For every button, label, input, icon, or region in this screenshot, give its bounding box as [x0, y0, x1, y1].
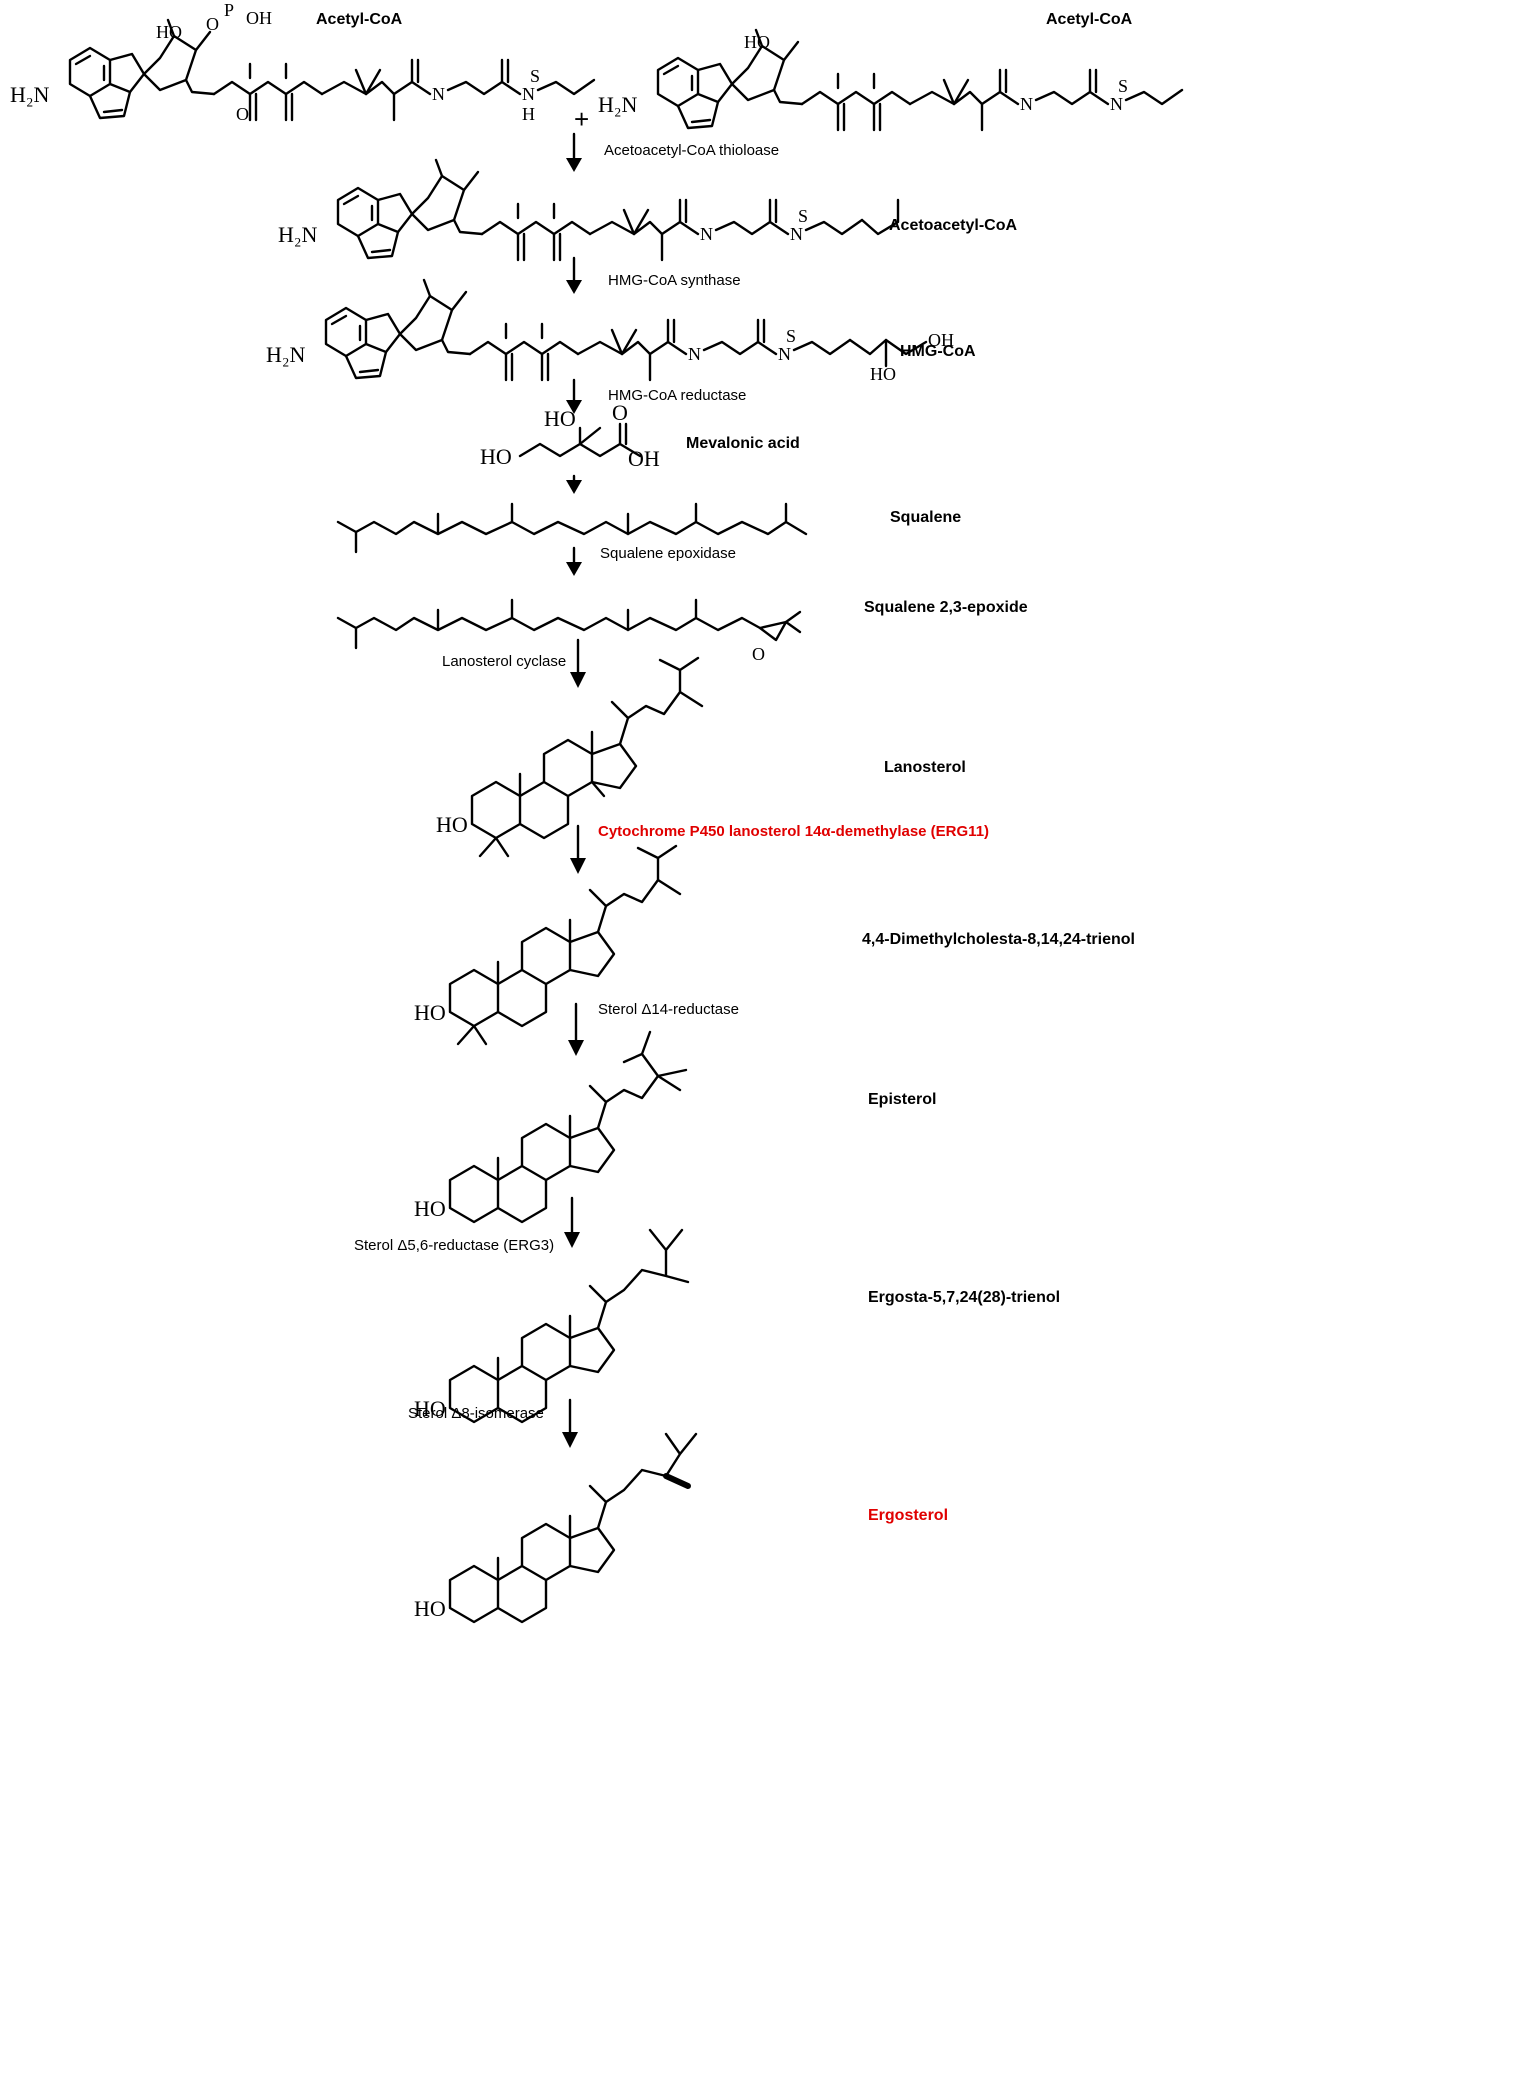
hmg-coa-structure: H₂N N N S HO OH — [266, 278, 954, 384]
ergosta-trienol-structure: HO — [414, 1228, 690, 1424]
svg-text:HO: HO — [414, 1396, 446, 1421]
svg-text:N: N — [778, 344, 791, 364]
svg-text:N: N — [432, 84, 445, 104]
svg-text:HO: HO — [744, 32, 770, 52]
acetoacetyl-coa-structure: H₂N N N S — [278, 158, 900, 262]
squalene-structure — [336, 502, 808, 554]
enzyme-thiolase-label: Acetoacetyl-CoA thioloase — [604, 142, 779, 159]
acetyl-coa-left-label: Acetyl-CoA — [316, 11, 403, 28]
down-arrow-icon — [570, 672, 586, 688]
down-arrow-icon — [570, 858, 586, 874]
hmg-coa-label: HMG-CoA — [900, 343, 976, 360]
lanosterol-structure: HO — [436, 656, 704, 858]
svg-text:N: N — [1110, 94, 1123, 114]
enzyme-squalene-epoxidase-label: Squalene epoxidase — [600, 545, 736, 562]
svg-text:N: N — [790, 224, 803, 244]
enzyme-hmg-synthase-label: HMG-CoA synthase — [608, 272, 741, 289]
down-arrow-icon — [568, 1040, 584, 1056]
mevalonic-acid-label: Mevalonic acid — [686, 435, 800, 452]
acetyl-coa-right-label: Acetyl-CoA — [1046, 11, 1133, 28]
svg-text:S: S — [798, 206, 808, 226]
svg-text:H₂N: H₂N — [10, 82, 50, 107]
acetoacetyl-coa-label: Acetoacetyl-CoA — [889, 217, 1017, 234]
svg-text:H₂N: H₂N — [598, 92, 638, 117]
svg-text:N: N — [688, 344, 701, 364]
svg-text:H₂N: H₂N — [278, 222, 318, 247]
enzyme-erg11-label: Cytochrome P450 lanosterol 14α-demethyla… — [598, 823, 989, 840]
acetyl-coa-right-structure: H₂N HO N N S — [598, 28, 1184, 132]
down-arrow-icon — [566, 480, 582, 494]
svg-text:HO: HO — [436, 812, 468, 837]
down-arrow-icon — [566, 562, 582, 576]
enzyme-d56-reductase-label: Sterol Δ5,6-reductase (ERG3) — [354, 1237, 554, 1254]
down-arrow-icon — [566, 158, 582, 172]
svg-text:S: S — [786, 326, 796, 346]
svg-text:N: N — [522, 84, 535, 104]
svg-text:HO: HO — [414, 1596, 446, 1621]
acetyl-coa-left-structure: H₂N HO O P OH O N N H S — [10, 0, 596, 124]
enzyme-hmg-reductase-label: HMG-CoA reductase — [608, 387, 746, 404]
svg-text:H: H — [522, 104, 535, 124]
dimethylcholesta-structure: HO — [414, 844, 682, 1046]
ergosta-trienol-label: Ergosta-5,7,24(28)-trienol — [868, 1289, 1060, 1306]
episterol-label: Episterol — [868, 1091, 936, 1108]
svg-text:S: S — [1118, 76, 1128, 96]
ergosterol-structure: HO — [414, 1432, 698, 1624]
down-arrow-icon — [564, 1232, 580, 1248]
svg-text:N: N — [1020, 94, 1033, 114]
svg-text:HO: HO — [544, 406, 576, 431]
svg-text:HO: HO — [480, 444, 512, 469]
plus-sign: + — [574, 104, 589, 134]
squalene-epoxide-structure: O — [336, 598, 802, 664]
lanosterol-label: Lanosterol — [884, 759, 966, 776]
enzyme-d8-isomerase-label: Sterol Δ8-isomerase — [408, 1405, 544, 1422]
enzyme-d14-reductase-label: Sterol Δ14-reductase — [598, 1001, 739, 1018]
svg-text:HO: HO — [414, 1000, 446, 1025]
svg-text:HO: HO — [414, 1196, 446, 1221]
down-arrow-icon — [562, 1432, 578, 1448]
svg-text:P: P — [224, 0, 234, 20]
svg-text:HO: HO — [870, 364, 896, 384]
down-arrow-icon — [566, 280, 582, 294]
svg-text:OH: OH — [246, 8, 272, 28]
svg-text:O: O — [612, 400, 628, 425]
ergosterol-label: Ergosterol — [868, 1507, 948, 1524]
dimethylcholesta-label: 4,4-Dimethylcholesta-8,14,24-trienol — [862, 931, 1135, 948]
svg-text:HO: HO — [156, 22, 182, 42]
down-arrow-icon — [566, 400, 582, 414]
episterol-structure: HO — [414, 1030, 688, 1224]
svg-text:N: N — [700, 224, 713, 244]
svg-text:S: S — [530, 66, 540, 86]
svg-text:O: O — [752, 644, 765, 664]
svg-text:O: O — [236, 104, 249, 124]
squalene-epoxide-label: Squalene 2,3-epoxide — [864, 599, 1028, 616]
enzyme-lanosterol-cyclase-label: Lanosterol cyclase — [442, 653, 566, 670]
svg-text:H₂N: H₂N — [266, 342, 306, 367]
svg-text:OH: OH — [628, 446, 660, 471]
squalene-label: Squalene — [890, 509, 961, 526]
mevalonic-acid-structure: HO HO O OH — [480, 400, 660, 471]
svg-text:O: O — [206, 14, 219, 34]
svg-text:OH: OH — [928, 330, 954, 350]
